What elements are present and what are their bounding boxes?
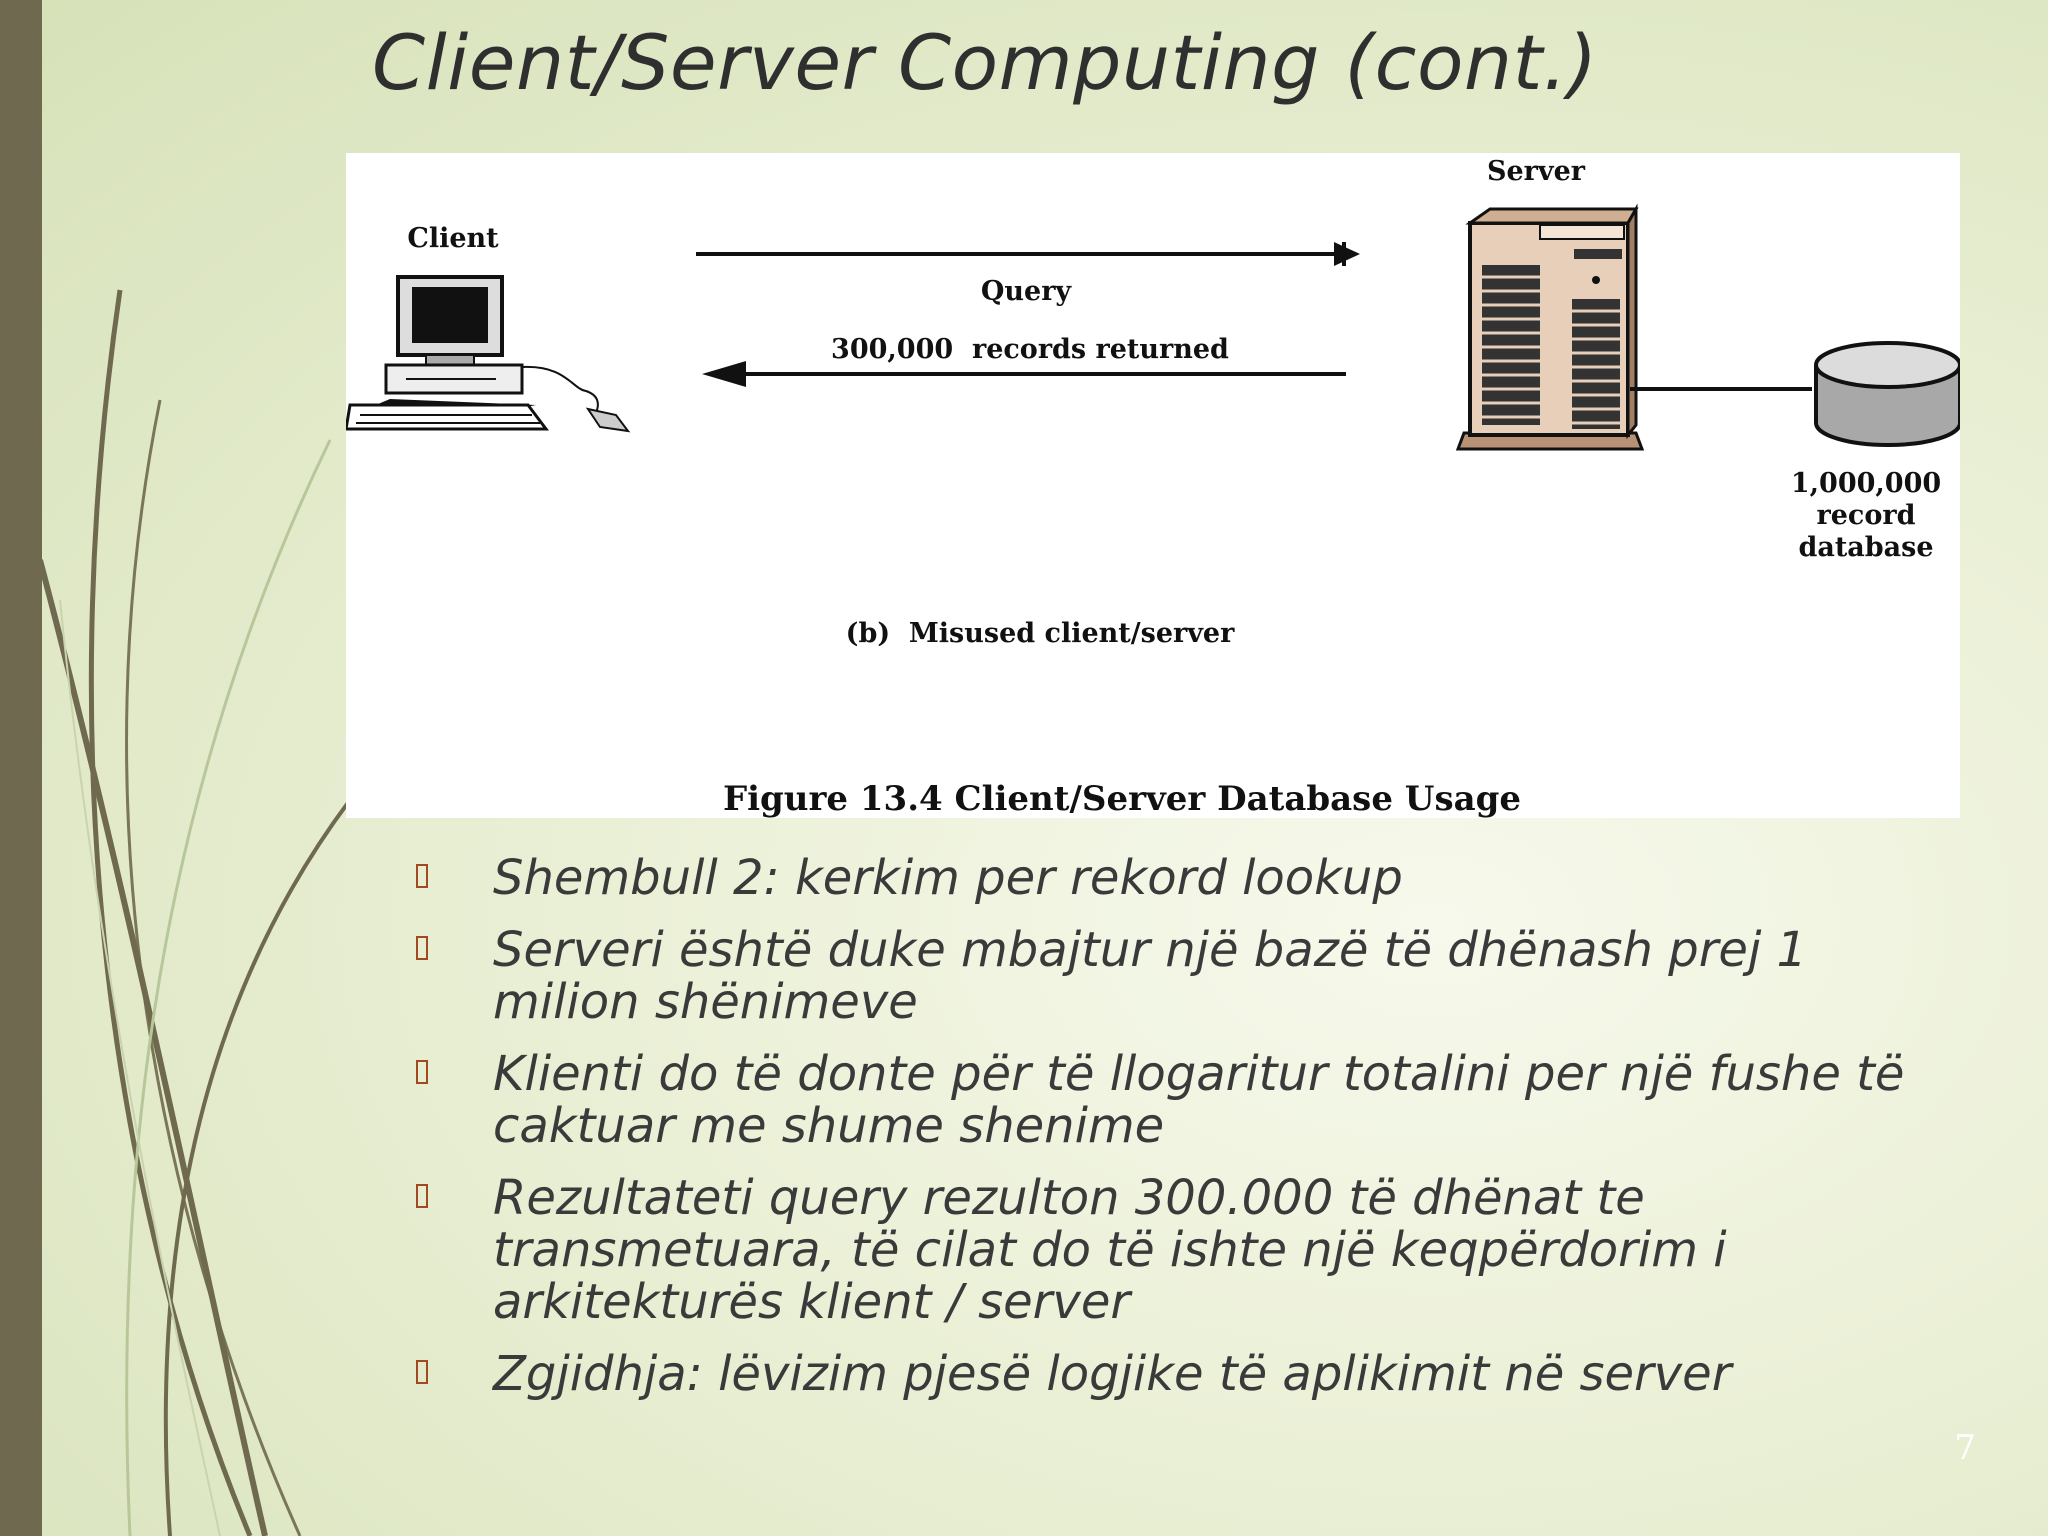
records-returned-arrow (702, 361, 1346, 387)
bullet-marker-icon (416, 936, 428, 960)
bullet-text: Shembull 2: kerkim per rekord lookup (493, 850, 1403, 906)
bullet-text: Zgjidhja: lëvizim pjesë logjike të aplik… (493, 1346, 1732, 1402)
bullet-marker-icon (416, 864, 428, 888)
bullet-text: Klienti do të donte për të llogaritur to… (493, 1046, 1905, 1154)
bullet-item: Shembull 2: kerkim per rekord lookup (416, 852, 1956, 904)
server-label: Server (1487, 156, 1586, 187)
database-word-label: database (1798, 532, 1933, 563)
bullet-marker-icon (416, 1060, 428, 1084)
decorative-grass-lines (37, 289, 352, 1536)
left-accent-bar (0, 0, 42, 1536)
page-number: 7 (1954, 1428, 1976, 1468)
bullet-item: Klienti do të donte për të llogaritur to… (416, 1048, 1956, 1152)
bullet-item: Serveri është duke mbajtur një bazë të d… (416, 924, 1956, 1028)
bullet-list: Shembull 2: kerkim per rekord lookup Ser… (416, 852, 1956, 1420)
database-size-label: 1,000,000 (1791, 468, 1941, 499)
client-label: Client (407, 223, 499, 254)
client-computer-icon (346, 275, 631, 433)
bullet-marker-icon (416, 1184, 428, 1208)
query-label: Query (981, 276, 1073, 307)
client-server-figure: Client Server Query 300,000 records retu… (346, 153, 1960, 818)
database-cylinder-icon (1814, 341, 1960, 447)
server-tower-icon (1455, 203, 1645, 451)
figure-subcaption: (b) Misused client/server (846, 618, 1235, 649)
bullet-item: Zgjidhja: lëvizim pjesë logjike të aplik… (416, 1348, 1956, 1400)
records-returned-label: 300,000 records returned (831, 334, 1229, 365)
query-arrow (696, 242, 1348, 266)
bullet-item: Rezultateti query rezulton 300.000 të dh… (416, 1172, 1956, 1328)
bullet-marker-icon (416, 1360, 428, 1384)
bullet-text: Serveri është duke mbajtur një bazë të d… (493, 922, 1808, 1030)
bullet-text: Rezultateti query rezulton 300.000 të dh… (493, 1170, 1727, 1330)
figure-caption: Figure 13.4 Client/Server Database Usage (723, 779, 1521, 818)
slide-title: Client/Server Computing (cont.) (372, 18, 1598, 107)
database-record-label: record (1817, 500, 1916, 531)
